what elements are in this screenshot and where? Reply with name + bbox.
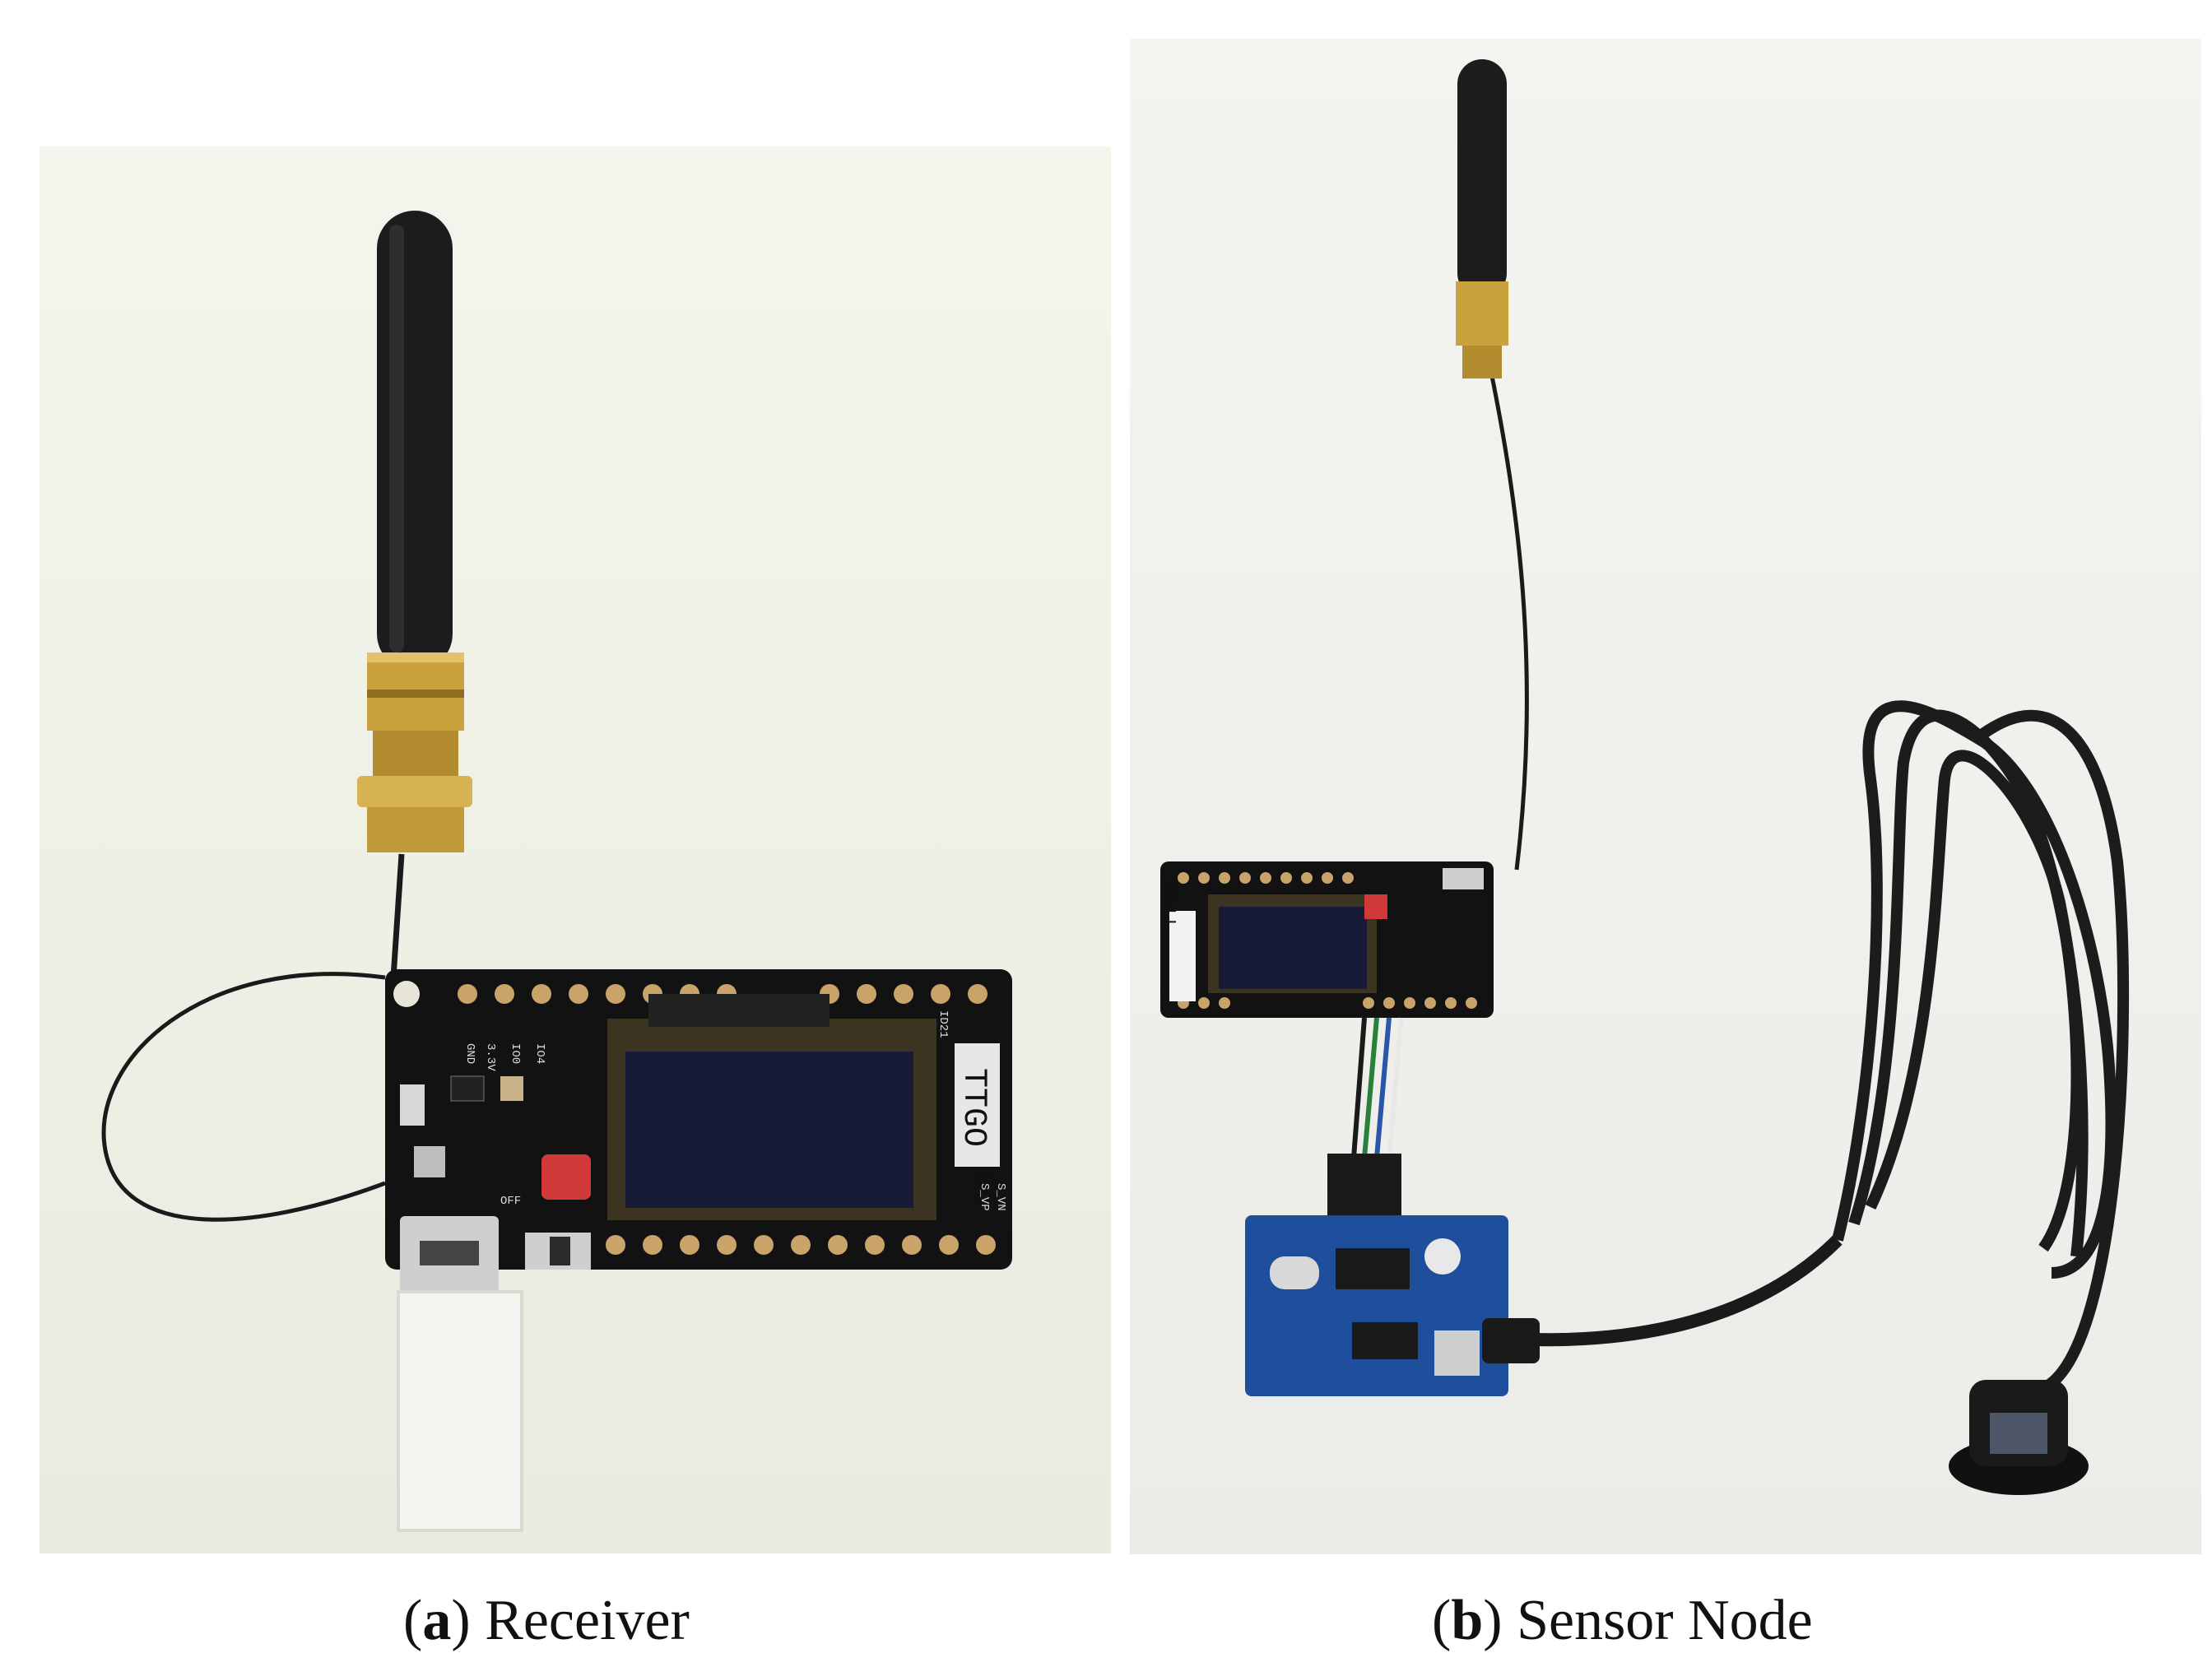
antenna-whip [377,211,453,671]
jumper-wire-black [1351,1017,1367,1159]
caption-label-b: Sensor Node [1517,1589,1813,1652]
jumper-wire-blue [1374,1017,1392,1159]
caption-label-a: Receiver [485,1589,690,1652]
receiver-illustration: TTGO TTGO GND 3.3V IO0 IO4 ID21 S_VP S_V… [101,211,1012,1532]
red-tab [541,1154,591,1200]
usb-plug [397,1290,523,1532]
caption-sensor-node: (b) Sensor Node [1432,1589,1813,1652]
caption-letter-b: b [1451,1589,1484,1652]
pin-label-gnd: GND [463,1043,476,1064]
pin-label-io4: IO4 [533,1043,546,1064]
transducer-cable [1508,1235,1843,1347]
pin-label-io0: IO0 [509,1043,522,1064]
caption-receiver: (a) Receiver [403,1589,690,1652]
usb-port [1443,868,1484,889]
ttgo-logo-label: TTGO [955,1068,992,1147]
transducer-plug [1482,1318,1540,1363]
pin-header-bottom [606,1235,996,1255]
ttgo-logo: TTGO [1161,884,1182,927]
antenna-pigtail [390,853,405,978]
switch-label-off: OFF [500,1195,521,1208]
jumper-wire-white [1387,1017,1404,1159]
coiled-cable [1832,700,2130,1394]
jumper-connector [1327,1154,1401,1219]
receiver-photo: TTGO TTGO GND 3.3V IO0 IO4 ID21 S_VP S_V… [40,146,1111,1553]
antenna-cable [1489,375,1529,871]
reset-button [414,1146,445,1177]
pin-label-id21: ID21 [936,1010,950,1038]
antenna-cable-loop [101,972,386,1222]
sensor-node-photo: TTGO [1130,39,2201,1554]
sma-connector [1456,281,1508,346]
potentiometer [1434,1330,1480,1376]
pin-label-svp: S_VP [978,1183,991,1211]
caption-letter-a: a [422,1589,452,1652]
pin-label-svn: S_VN [994,1183,1007,1211]
sensor-node-illustration: TTGO [1160,59,2130,1495]
pin-label-3v: 3.3V [484,1043,497,1071]
jumper-wire-green [1362,1017,1379,1159]
antenna-whip [1457,59,1507,298]
